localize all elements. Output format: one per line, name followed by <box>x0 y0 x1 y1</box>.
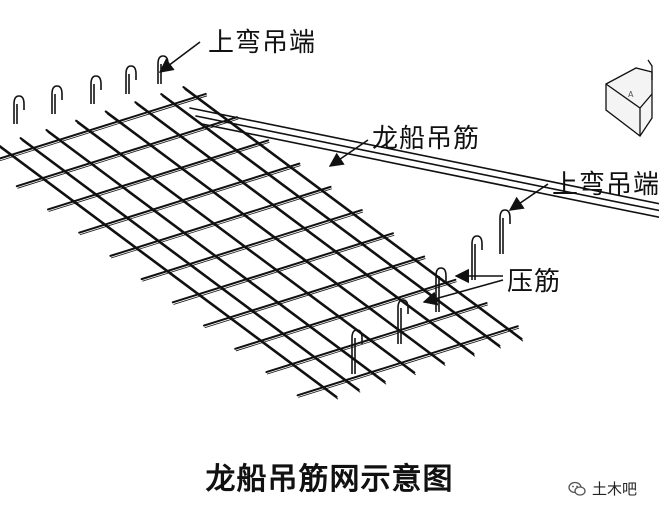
transverse-bar <box>140 209 363 281</box>
back-hook <box>51 85 63 114</box>
back-hook <box>13 95 25 124</box>
front-hook <box>471 235 483 280</box>
label-top-hook-end-2: 上弯吊端 <box>552 170 659 200</box>
wechat-icon <box>568 481 586 496</box>
leader-top-hook-2 <box>508 183 549 211</box>
pressing-bar <box>201 123 659 219</box>
transverse-bar <box>109 185 332 257</box>
leader-top-hook-1 <box>158 41 201 73</box>
watermark: 土木吧 <box>568 478 637 499</box>
back-hook <box>125 65 137 94</box>
transverse-bar <box>296 325 519 397</box>
transverse-bar <box>15 116 238 188</box>
transverse-bar-edge <box>298 327 520 398</box>
leader-arrows <box>158 41 549 306</box>
front-hook <box>499 209 511 254</box>
transverse-bar <box>171 232 394 304</box>
pressing-bar <box>195 115 659 212</box>
transverse-bar-edge <box>204 258 426 328</box>
transverse-bar-edge <box>48 142 270 212</box>
label-pressing-bar: 压筋 <box>507 267 562 297</box>
slab-fragment: A <box>605 59 653 137</box>
top-hook-bars <box>13 55 511 374</box>
transverse-bar <box>203 255 426 327</box>
transverse-bar-edge <box>142 211 364 282</box>
transverse-bar-edge <box>17 118 239 189</box>
svg-text:A: A <box>628 90 634 99</box>
rebar-mesh <box>0 86 659 400</box>
transverse-bar <box>78 162 301 234</box>
label-keel-hanger-bar: 龙船吊筋 <box>372 124 481 154</box>
transverse-bar-edge <box>111 188 332 259</box>
transverse-bar-edge <box>79 165 301 236</box>
back-hook <box>90 75 102 104</box>
transverse-bar-edge <box>235 281 457 352</box>
leader-keel-bar <box>328 139 369 167</box>
front-hook <box>351 329 363 374</box>
transverse-bar-edge <box>0 95 208 162</box>
transverse-bar <box>234 278 457 350</box>
label-top-hook-end-1: 上弯吊端 <box>208 28 317 58</box>
front-hook <box>435 267 447 312</box>
watermark-text: 土木吧 <box>591 480 637 498</box>
transverse-bar-edge <box>266 304 488 375</box>
transverse-bar <box>0 92 207 160</box>
transverse-bar-edge <box>173 234 395 305</box>
leader-press-bar-2 <box>422 279 504 306</box>
transverse-bar <box>47 139 270 211</box>
front-hook <box>397 299 409 344</box>
transverse-bar <box>265 302 488 374</box>
diagram-caption: 龙船吊筋网示意图 <box>205 462 454 497</box>
pressing-bar <box>189 107 659 205</box>
